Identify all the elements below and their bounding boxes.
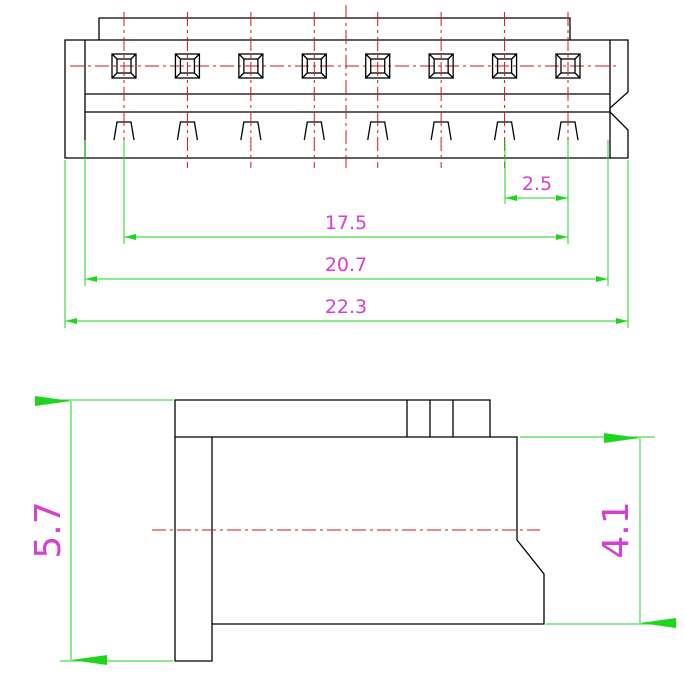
pin-cavity bbox=[238, 12, 264, 168]
body-inner-dimension-label: 20.7 bbox=[325, 254, 367, 276]
top-view: 2.5 17.5 20.7 22.3 bbox=[64, 5, 629, 328]
side-view: 5.7 4.1 bbox=[28, 396, 676, 665]
pitch-dimension: 2.5 bbox=[505, 173, 568, 201]
side-view-body-outline bbox=[174, 399, 545, 662]
overall-height-dimension: 5.7 bbox=[28, 396, 107, 665]
pin-span-dimension-label: 17.5 bbox=[325, 212, 367, 234]
body-height-dimension: 4.1 bbox=[596, 433, 676, 628]
top-view-rail bbox=[98, 17, 571, 40]
pitch-dimension-label: 2.5 bbox=[522, 173, 552, 195]
overall-width-dimension: 22.3 bbox=[65, 296, 628, 324]
pin-cavity bbox=[365, 12, 391, 168]
pin-cavities bbox=[111, 5, 581, 168]
pin-cavity bbox=[174, 12, 201, 168]
body-height-dimension-label: 4.1 bbox=[596, 501, 637, 558]
pin-cavity bbox=[428, 12, 454, 168]
overall-width-dimension-label: 22.3 bbox=[325, 296, 367, 318]
pin-span-dimension: 17.5 bbox=[124, 212, 568, 240]
body-inner-dimension: 20.7 bbox=[85, 254, 608, 282]
overall-height-dimension-label: 5.7 bbox=[28, 501, 69, 558]
pin-cavity bbox=[301, 12, 327, 168]
